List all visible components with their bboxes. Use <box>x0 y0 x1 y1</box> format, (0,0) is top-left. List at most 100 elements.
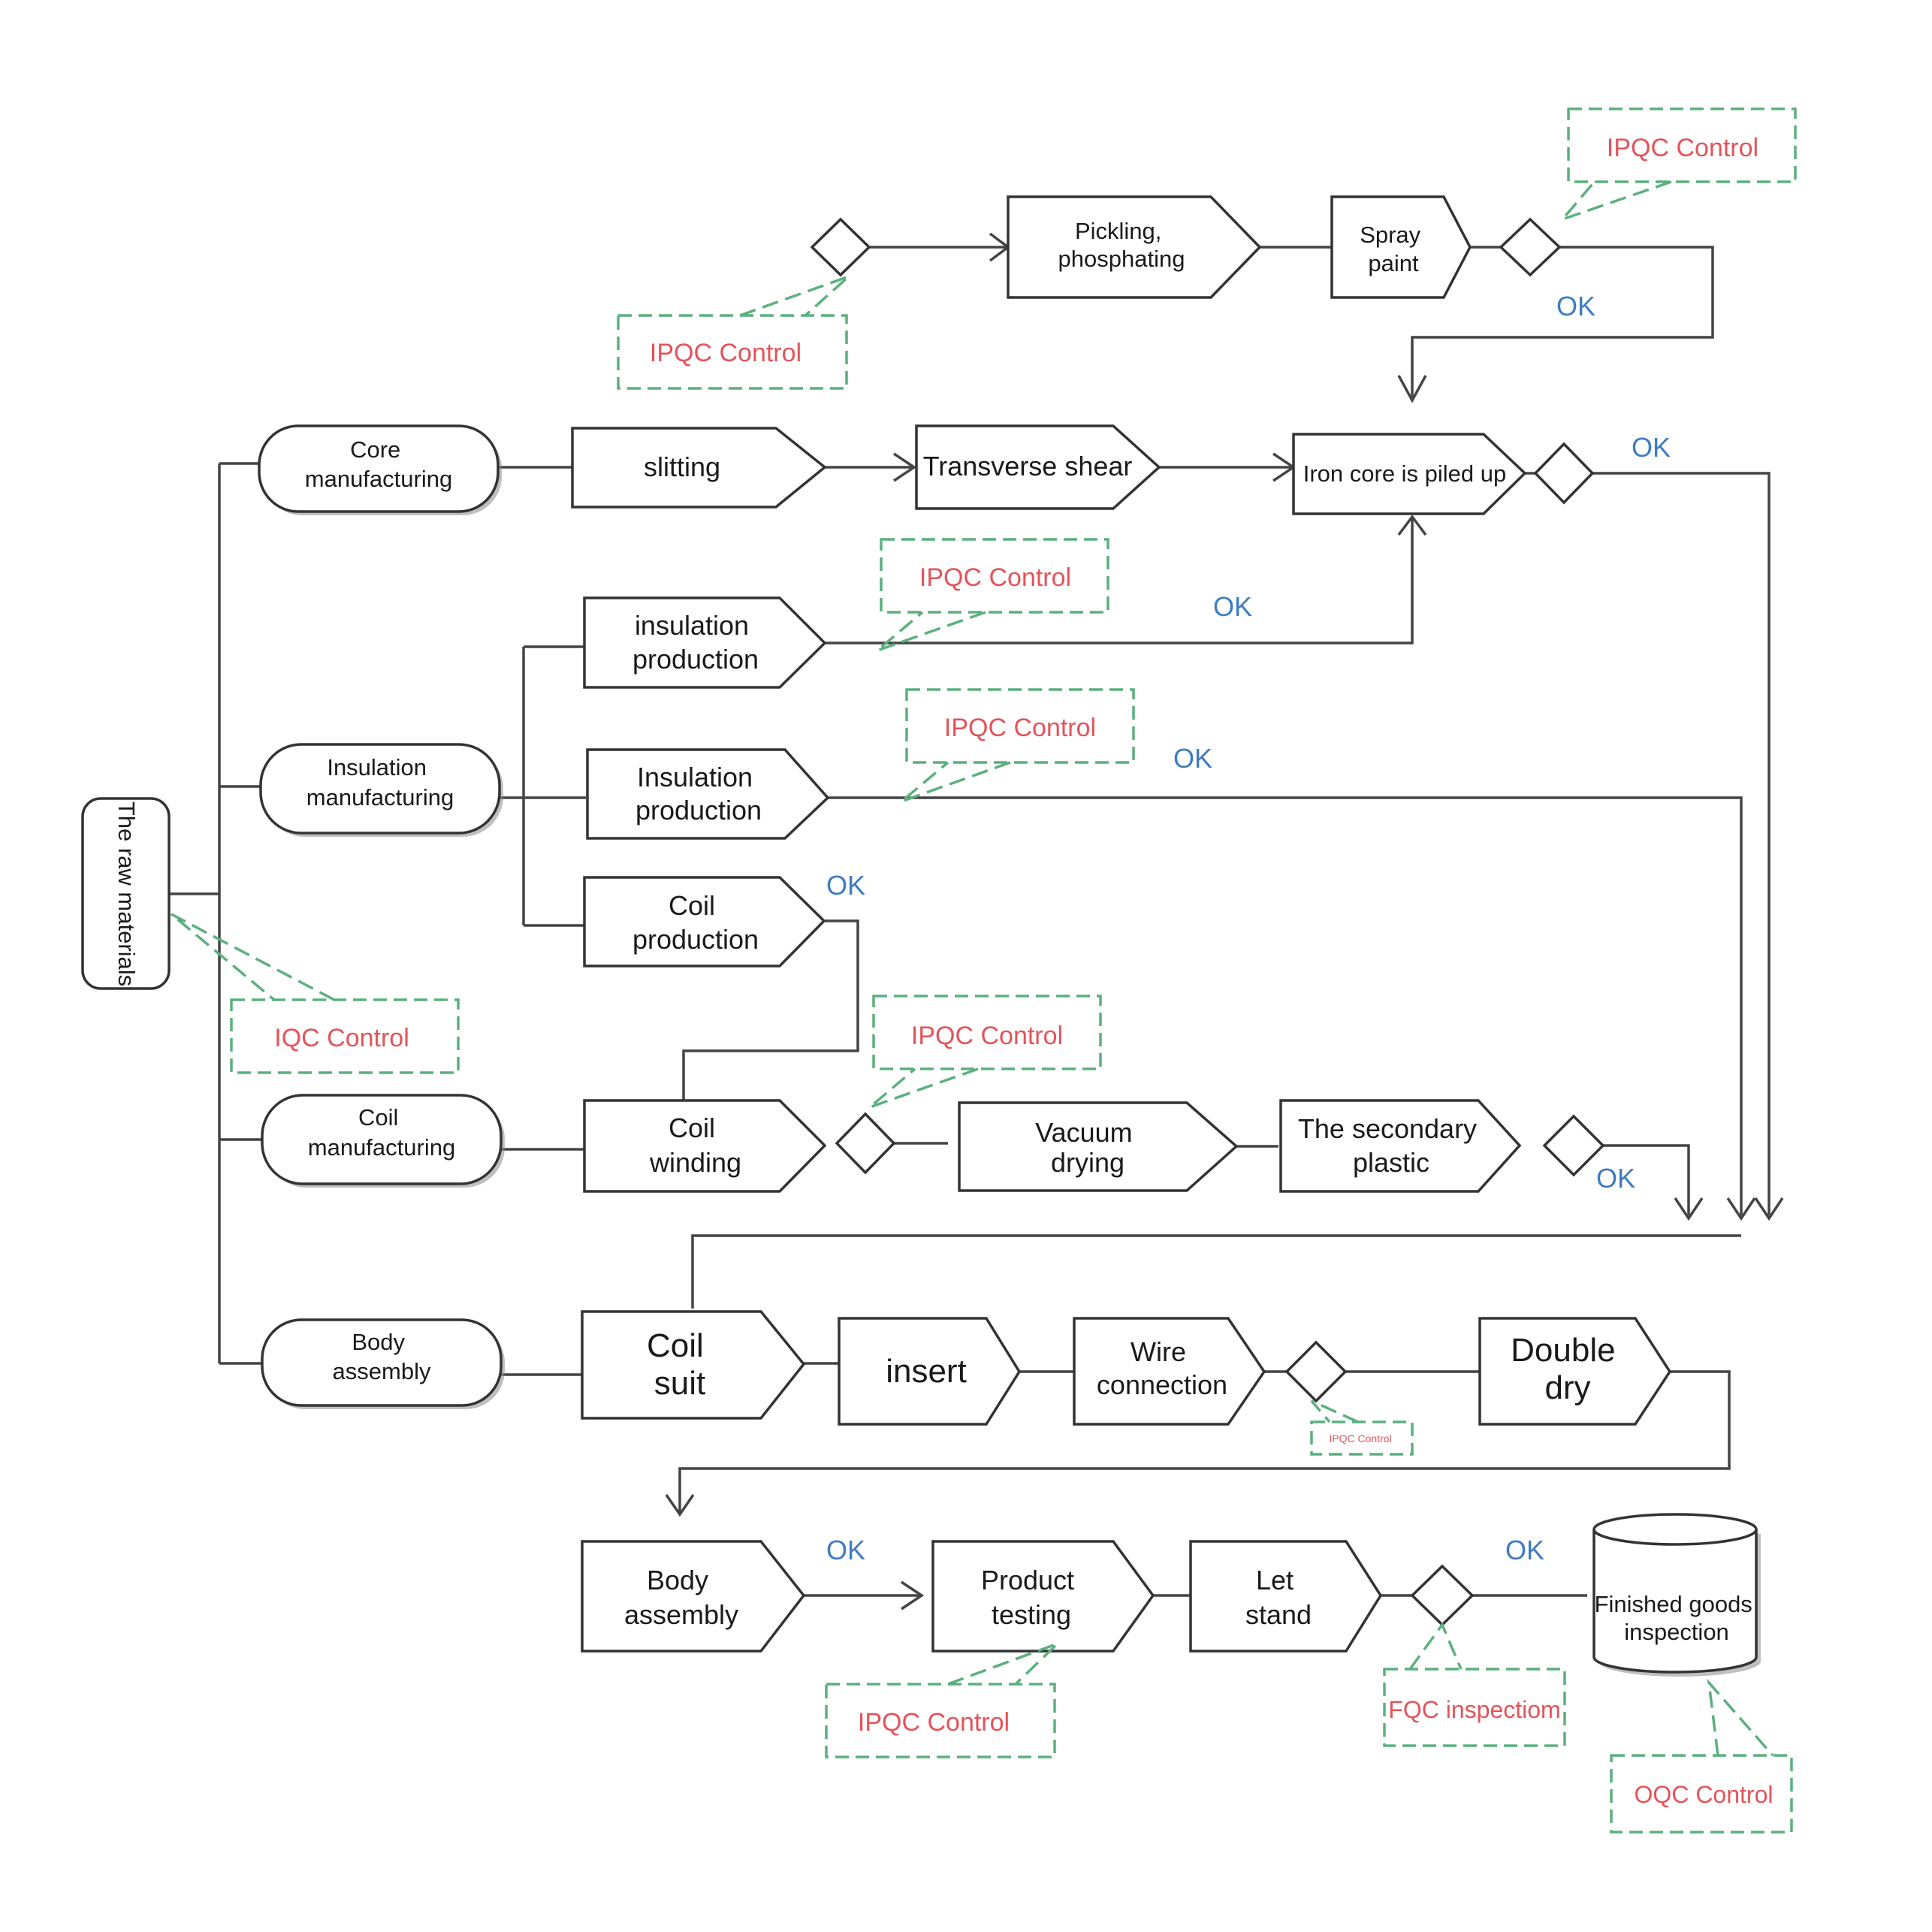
coil-manufacturing-label: Coil manufacturing <box>308 1104 455 1161</box>
control-callout-box <box>880 538 1109 614</box>
finished-goods-inspection-label: Finished goods inspection <box>1595 1591 1759 1645</box>
slitting-node <box>571 427 827 509</box>
wire-connection-node <box>1073 1317 1266 1426</box>
control-callout-box <box>905 688 1135 764</box>
body-assembly-group-node <box>261 1318 503 1407</box>
oqc-label: OQC Control <box>1635 1781 1774 1808</box>
arrowhead <box>1726 1197 1756 1221</box>
coil-suit-node <box>581 1310 806 1420</box>
insulation-manufacturing-node <box>259 743 501 835</box>
spray-paint-label: Spray paint <box>1360 222 1427 276</box>
control-callout-box <box>230 998 460 1074</box>
finished-goods-inspection-node: Finished goods inspection <box>1592 1513 1761 1677</box>
arrowhead <box>1397 515 1427 536</box>
product-testing-label: Product testing <box>981 1565 1082 1630</box>
iron-core-piled-up-label: Iron core is piled up <box>1303 460 1507 487</box>
ok-label: OK <box>1213 591 1252 622</box>
ok-label: OK <box>1632 432 1671 463</box>
insulation-production-1-node <box>583 596 827 689</box>
group-nodes: The raw materials Core manufacturing Ins… <box>81 424 505 1409</box>
connector <box>678 1370 1731 1512</box>
raw-materials-node <box>81 797 171 990</box>
fqc-label: FQC inspectiom <box>1388 1696 1560 1723</box>
vacuum-drying-label: Vacuum drying <box>1035 1117 1140 1178</box>
callout-pointer <box>947 1642 1059 1686</box>
iqc-label: IQC Control <box>274 1024 409 1052</box>
insulation-manufacturing-label: Insulation manufacturing <box>306 754 454 811</box>
control-callout-box <box>617 314 848 390</box>
connector <box>682 919 859 1100</box>
ok-labels: OK OK OK OK OK OK OK OK <box>826 291 1671 1565</box>
let-stand-label: Let stand <box>1245 1565 1312 1630</box>
core-manufacturing-node <box>258 424 500 513</box>
arrowhead <box>901 1580 925 1611</box>
arrowhead <box>1674 1197 1704 1221</box>
coil-suit-label: Coil suit <box>647 1327 713 1402</box>
arrowhead <box>665 1494 695 1517</box>
ok-label: OK <box>826 1535 865 1565</box>
callout-pointer <box>1310 1399 1359 1423</box>
spray-paint-node <box>1330 195 1472 299</box>
product-testing-node <box>931 1540 1155 1653</box>
decision-diamond <box>1410 1564 1475 1627</box>
insulation-production-1-label: insulation production <box>632 610 759 675</box>
iron-core-piled-up-node <box>1292 433 1527 515</box>
ok-label: OK <box>1505 1535 1544 1565</box>
callout-pointer <box>900 761 1011 803</box>
ipqc-top-right-label: IPQC Control <box>1607 134 1758 162</box>
decision-diamond <box>1533 442 1595 505</box>
control-callout-box <box>1567 107 1797 183</box>
process-nodes: Pickling, phosphating Spray paint slitti… <box>571 195 1761 1677</box>
secondary-plastic-label: The secondary plastic <box>1298 1113 1484 1178</box>
insert-label: insert <box>886 1353 967 1390</box>
ok-label: OK <box>1596 1163 1635 1194</box>
decision-diamond <box>1542 1114 1605 1177</box>
connector <box>1603 1144 1690 1215</box>
connector <box>169 462 262 1365</box>
ipqc-small-label: IPQC Control <box>1329 1432 1391 1444</box>
callout-pointer <box>1707 1678 1774 1757</box>
arrowhead <box>1397 375 1427 403</box>
connector <box>825 518 1414 645</box>
ok-label: OK <box>1173 743 1212 774</box>
connector <box>522 645 584 927</box>
pickling-phosphating-label: Pickling, phosphating <box>1058 218 1185 272</box>
callout-pointer <box>170 913 335 1001</box>
ipqc-top-left-label: IPQC Control <box>650 339 801 367</box>
connector <box>1592 472 1770 1215</box>
arrowhead <box>893 452 917 482</box>
coil-production-label: Coil production <box>632 890 759 955</box>
control-callout-box <box>872 995 1102 1070</box>
ipqc-coil-winding-label: IPQC Control <box>911 1022 1063 1050</box>
double-dry-node <box>1478 1317 1672 1426</box>
double-dry-label: Double dry <box>1511 1332 1625 1406</box>
control-callouts: IPQC Control IPQC Control IPQC Control I… <box>170 107 1797 1834</box>
ipqc-product-testing-label: IPQC Control <box>858 1708 1010 1737</box>
let-stand-node <box>1189 1540 1383 1653</box>
body-assembly-node <box>581 1540 806 1653</box>
insulation-production-2-label: Insulation production <box>635 762 762 826</box>
callout-pointer <box>868 1067 979 1109</box>
coil-manufacturing-node <box>261 1094 503 1185</box>
connectors <box>169 246 1770 1597</box>
callout-pointer <box>1558 180 1672 222</box>
secondary-plastic-node <box>1279 1099 1522 1193</box>
connector <box>1411 246 1714 400</box>
ok-label: OK <box>826 870 865 901</box>
callout-pointer <box>876 611 986 652</box>
connector <box>828 796 1743 1215</box>
arrowhead <box>1754 1197 1784 1221</box>
decision-diamond <box>835 1112 896 1175</box>
control-callout-box <box>1383 1668 1566 1747</box>
callout-pointer <box>739 275 850 317</box>
coil-winding-label: Coil winding <box>649 1112 741 1178</box>
connector <box>691 1234 1741 1309</box>
ipqc-insulation-2-label: IPQC Control <box>944 714 1096 742</box>
decision-diamond <box>810 217 871 277</box>
transverse-shear-label: Transverse shear <box>923 451 1133 481</box>
body-assembly-group-label: Body assembly <box>333 1329 431 1384</box>
insert-node <box>838 1317 1022 1426</box>
wire-connection-label: Wire connection <box>1097 1336 1227 1400</box>
body-assembly-label: Body assembly <box>624 1565 738 1630</box>
coil-winding-node <box>583 1099 827 1193</box>
